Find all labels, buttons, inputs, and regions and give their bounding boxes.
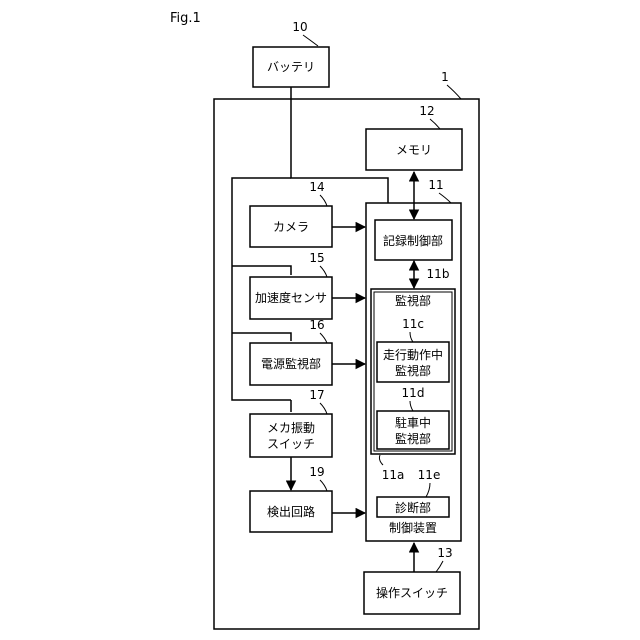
diagnosis-ref: 11e bbox=[418, 468, 441, 482]
diagnosis-label: 診断部 bbox=[395, 500, 431, 515]
power-line-main bbox=[291, 87, 388, 203]
driving-monitor-ref: 11c bbox=[402, 317, 424, 331]
detect-circuit-ref: 19 bbox=[309, 465, 324, 479]
monitor-label: 監視部 bbox=[395, 293, 431, 308]
operation-switch-ref-leader bbox=[436, 561, 443, 572]
monitor-ref-leader bbox=[379, 455, 383, 465]
camera-ref-leader bbox=[320, 195, 327, 206]
monitor-ref: 11a bbox=[382, 468, 405, 482]
control-ref: 11 bbox=[428, 178, 443, 192]
device-ref-leader bbox=[447, 85, 461, 99]
control-ref-leader bbox=[439, 193, 451, 203]
detect-circuit-ref-leader bbox=[320, 480, 327, 491]
battery-label: バッテリ bbox=[267, 60, 315, 74]
device-ref: 1 bbox=[441, 70, 449, 84]
driving-monitor-ref-leader bbox=[410, 332, 413, 342]
camera-label: カメラ bbox=[273, 220, 309, 234]
driving-monitor-line1: 走行動作中 bbox=[383, 347, 443, 362]
parking-monitor-line2: 監視部 bbox=[395, 431, 431, 446]
accel-sensor-ref-leader bbox=[320, 266, 327, 277]
accel-sensor-label: 加速度センサ bbox=[255, 290, 327, 305]
power-branch-accel bbox=[232, 266, 291, 275]
parking-monitor-line1: 駐車中 bbox=[395, 415, 431, 430]
power-monitor-ref-leader bbox=[320, 333, 327, 343]
mech-switch-ref: 17 bbox=[309, 388, 324, 402]
link-11b-ref: 11b bbox=[427, 267, 450, 281]
operation-switch-ref: 13 bbox=[437, 546, 452, 560]
memory-label: メモリ bbox=[396, 143, 432, 157]
diagnosis-ref-leader bbox=[426, 483, 430, 497]
memory-ref-leader bbox=[430, 119, 440, 129]
detect-circuit-label: 検出回路 bbox=[267, 504, 315, 519]
parking-monitor-ref-leader bbox=[410, 401, 413, 411]
power-monitor-label: 電源監視部 bbox=[261, 356, 321, 371]
battery-ref-leader bbox=[303, 35, 318, 46]
mech-switch-line1: メカ振動 bbox=[267, 421, 315, 435]
accel-sensor-ref: 15 bbox=[309, 251, 324, 265]
mech-switch-line2: スイッチ bbox=[267, 437, 315, 451]
battery-ref: 10 bbox=[292, 20, 307, 34]
power-branch-power-monitor bbox=[232, 333, 291, 341]
control-device-label: 制御装置 bbox=[389, 520, 437, 535]
memory-ref: 12 bbox=[419, 104, 434, 118]
figure-label: Fig.1 bbox=[170, 11, 201, 26]
mech-switch-ref-leader bbox=[320, 403, 327, 414]
driving-monitor-line2: 監視部 bbox=[395, 363, 431, 378]
record-control-label: 記録制御部 bbox=[383, 233, 443, 248]
camera-ref: 14 bbox=[309, 180, 324, 194]
parking-monitor-ref: 11d bbox=[402, 386, 425, 400]
power-monitor-ref: 16 bbox=[309, 318, 324, 332]
operation-switch-label: 操作スイッチ bbox=[376, 585, 448, 600]
